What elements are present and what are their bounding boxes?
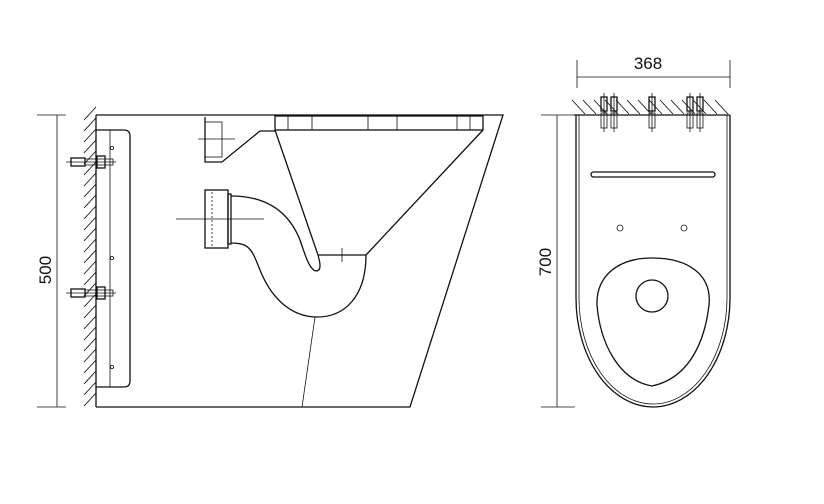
height-dimension-label: 500: [36, 256, 55, 284]
height-dimension-line: [37, 114, 66, 408]
mounting-bracket: [96, 129, 131, 388]
width-dimension-line: [576, 60, 731, 88]
hatch-line: [615, 99, 630, 115]
base-line: [301, 316, 316, 408]
width-dimension-label: 368: [634, 54, 662, 73]
hatch-line: [670, 99, 685, 115]
hatch-line: [83, 216, 97, 231]
top-bolts: [600, 93, 704, 132]
seat-hole: [680, 224, 688, 232]
hatch-line: [626, 99, 641, 115]
hatch-line: [83, 117, 97, 132]
wall-bolt: [648, 93, 656, 132]
hatch-line: [83, 227, 97, 242]
hatch-line: [692, 99, 707, 115]
hatch-line: [83, 238, 97, 253]
water-inlet: [198, 117, 275, 163]
hatch-line: [83, 139, 97, 154]
hatch-line: [83, 194, 97, 209]
wall-bolt: [66, 286, 116, 300]
hatch-line: [571, 99, 586, 115]
hatch-line: [637, 99, 652, 115]
top-body-outline: [575, 115, 731, 408]
drain-hole: [635, 279, 669, 313]
hatch-line: [83, 381, 97, 396]
wall-bolt: [610, 93, 618, 132]
wall-hatching: [83, 106, 97, 407]
wall-bolt: [600, 93, 608, 132]
bowl-opening: [596, 257, 710, 387]
hatch-line: [83, 359, 97, 374]
hatch-line: [582, 99, 597, 115]
hatch-line: [83, 326, 97, 341]
hatch-line: [83, 282, 97, 297]
hatch-line: [83, 392, 97, 407]
wall-hatching-top: [571, 99, 729, 115]
hatch-line: [83, 337, 97, 352]
flush-slot: [590, 171, 716, 178]
depth-dimension-label: 700: [536, 248, 555, 276]
hatch-line: [83, 348, 97, 363]
hatch-line: [83, 172, 97, 187]
hatch-line: [83, 161, 97, 176]
bowl-outline: [274, 129, 484, 256]
hatch-line: [83, 106, 97, 121]
hatch-line: [659, 99, 674, 115]
rim-strip: [274, 115, 484, 131]
wall-bolt: [696, 93, 704, 132]
hatch-line: [83, 304, 97, 319]
top-view: 368 700: [536, 54, 731, 408]
hatch-line: [83, 271, 97, 286]
hatch-line: [83, 260, 97, 275]
hatch-line: [83, 249, 97, 264]
hatch-line: [83, 205, 97, 220]
wall-bolt: [66, 155, 116, 169]
hatch-line: [83, 370, 97, 385]
outlet-trap: [176, 189, 367, 318]
side-view: 500: [36, 106, 504, 408]
hatch-line: [681, 99, 696, 115]
hatch-line: [83, 183, 97, 198]
wall-bolt: [686, 93, 694, 132]
hatch-line: [703, 99, 718, 115]
toilet-body-outline: [96, 114, 504, 408]
hatch-line: [83, 315, 97, 330]
depth-dimension-line: [541, 114, 575, 408]
hatch-line: [714, 99, 729, 115]
seat-hole: [616, 224, 624, 232]
hatch-line: [83, 128, 97, 143]
